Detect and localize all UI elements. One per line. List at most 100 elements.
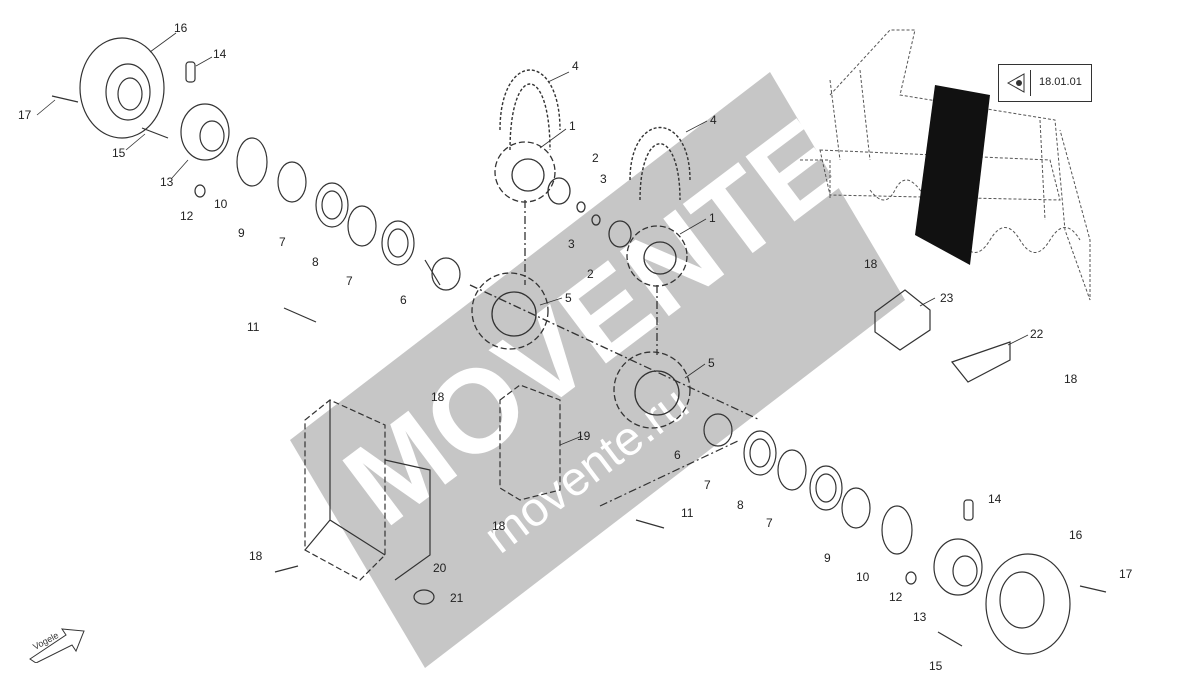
ring-8b [777,449,807,491]
callout-10-bottom: 10 [856,570,870,584]
lock-washer-9b [841,487,871,529]
callout-16-bottom: 16 [1069,528,1083,542]
bolt-18 [274,565,299,573]
callout-11-top: 11 [247,320,260,334]
callout-18-guard-mid: 18 [492,519,506,533]
bracket-22 [950,341,1011,383]
callout-14-bottom: 14 [988,492,1002,506]
guard-19 [499,384,561,501]
callout-7-top-a: 7 [279,235,286,249]
callout-14-top: 14 [213,47,227,61]
callout-7-bottom-b: 7 [766,516,773,530]
bracket-23 [874,289,931,351]
callout-6-top: 6 [400,293,407,307]
callout-2-b: 2 [587,267,594,281]
callout-22: 22 [1030,327,1044,341]
callouts: 16 14 17 15 13 12 10 9 7 8 7 6 11 4 1 2 … [18,21,1133,673]
guards [274,289,1011,605]
callout-9-bottom: 9 [824,551,831,565]
callout-6-bottom: 6 [674,448,681,462]
machine-frame [800,29,1091,301]
ring-8 [347,205,377,247]
reference-box: 18.01.01 [998,64,1092,102]
sprocket-5a [471,272,549,350]
drive-chains [499,69,691,201]
eye-icon [1005,70,1031,96]
callout-10-top: 10 [214,197,228,211]
chain-guard-plate [915,85,990,265]
collar-10b [881,505,913,555]
callout-18-right-bottom: 18 [1064,372,1078,386]
callout-7-bottom-a: 7 [704,478,711,492]
callout-2-a: 2 [592,151,599,165]
nut-12b [905,571,917,585]
bolt-15b [937,631,963,647]
bearing-7c [743,430,777,476]
callout-18-guard-top: 18 [431,390,445,404]
bearing-housing-13 [180,103,230,161]
callout-20: 20 [433,561,447,575]
callout-9-top: 9 [238,226,245,240]
callout-5-b: 5 [708,356,715,370]
lock-washer-9 [277,161,307,203]
callout-16-top: 16 [174,21,188,35]
callout-21: 21 [450,591,464,605]
leader-lines [36,32,1029,446]
grommet-21 [413,589,435,605]
callout-8-bottom: 8 [737,498,744,512]
washer-2a [547,177,571,205]
bolt-11 [283,307,317,323]
sprocket-5b [613,351,691,429]
callout-19: 19 [577,429,591,443]
callout-12-bottom: 12 [889,590,903,604]
left-assembly [51,37,461,323]
callout-4-a: 4 [572,59,579,73]
callout-8-top: 8 [312,255,319,269]
shaft-6b [703,413,733,447]
callout-13-bottom: 13 [913,610,927,624]
callout-17-top: 17 [18,108,32,122]
washer-2b [608,220,632,248]
callout-18-guard-left: 18 [249,549,263,563]
callout-1-b: 1 [709,211,716,225]
callout-3-b: 3 [568,237,575,251]
chain-4a [499,69,561,131]
bearing-7d [809,465,843,511]
reference-code: 18.01.01 [1039,76,1082,88]
sprockets [469,141,761,429]
bolt-17 [51,95,79,103]
sprocket-1a [494,141,556,203]
cover-flange-16b [985,553,1071,655]
callout-7-top-b: 7 [346,274,353,288]
right-assembly [599,413,1107,655]
bearing-7a [315,182,349,228]
callout-15-bottom: 15 [929,659,943,673]
screw-3b [591,214,601,226]
callout-11-bottom: 11 [681,506,694,520]
arrow-icon [29,628,85,663]
callout-3-a: 3 [600,172,607,186]
pin-14b [963,499,974,521]
screw-3a [576,201,586,213]
chain-4b [629,127,691,181]
bolt-17b [1079,585,1107,593]
nut-12 [194,184,206,198]
callout-13-top: 13 [160,175,174,189]
collar-10 [236,137,268,187]
bearing-housing-13b [933,538,983,596]
callout-17-bottom: 17 [1119,567,1133,581]
bolt-15 [141,127,169,139]
pin-14 [185,61,196,83]
callout-12-top: 12 [180,209,194,223]
callout-1-a: 1 [569,119,576,133]
callout-4-b: 4 [710,113,717,127]
shaft-6 [431,257,461,291]
cover-flange-16 [79,37,165,139]
callout-5-a: 5 [565,291,572,305]
callout-15-top: 15 [112,146,126,160]
watermark-band [290,72,905,668]
bearing-7b [381,220,415,266]
bolt-11b [635,519,665,529]
